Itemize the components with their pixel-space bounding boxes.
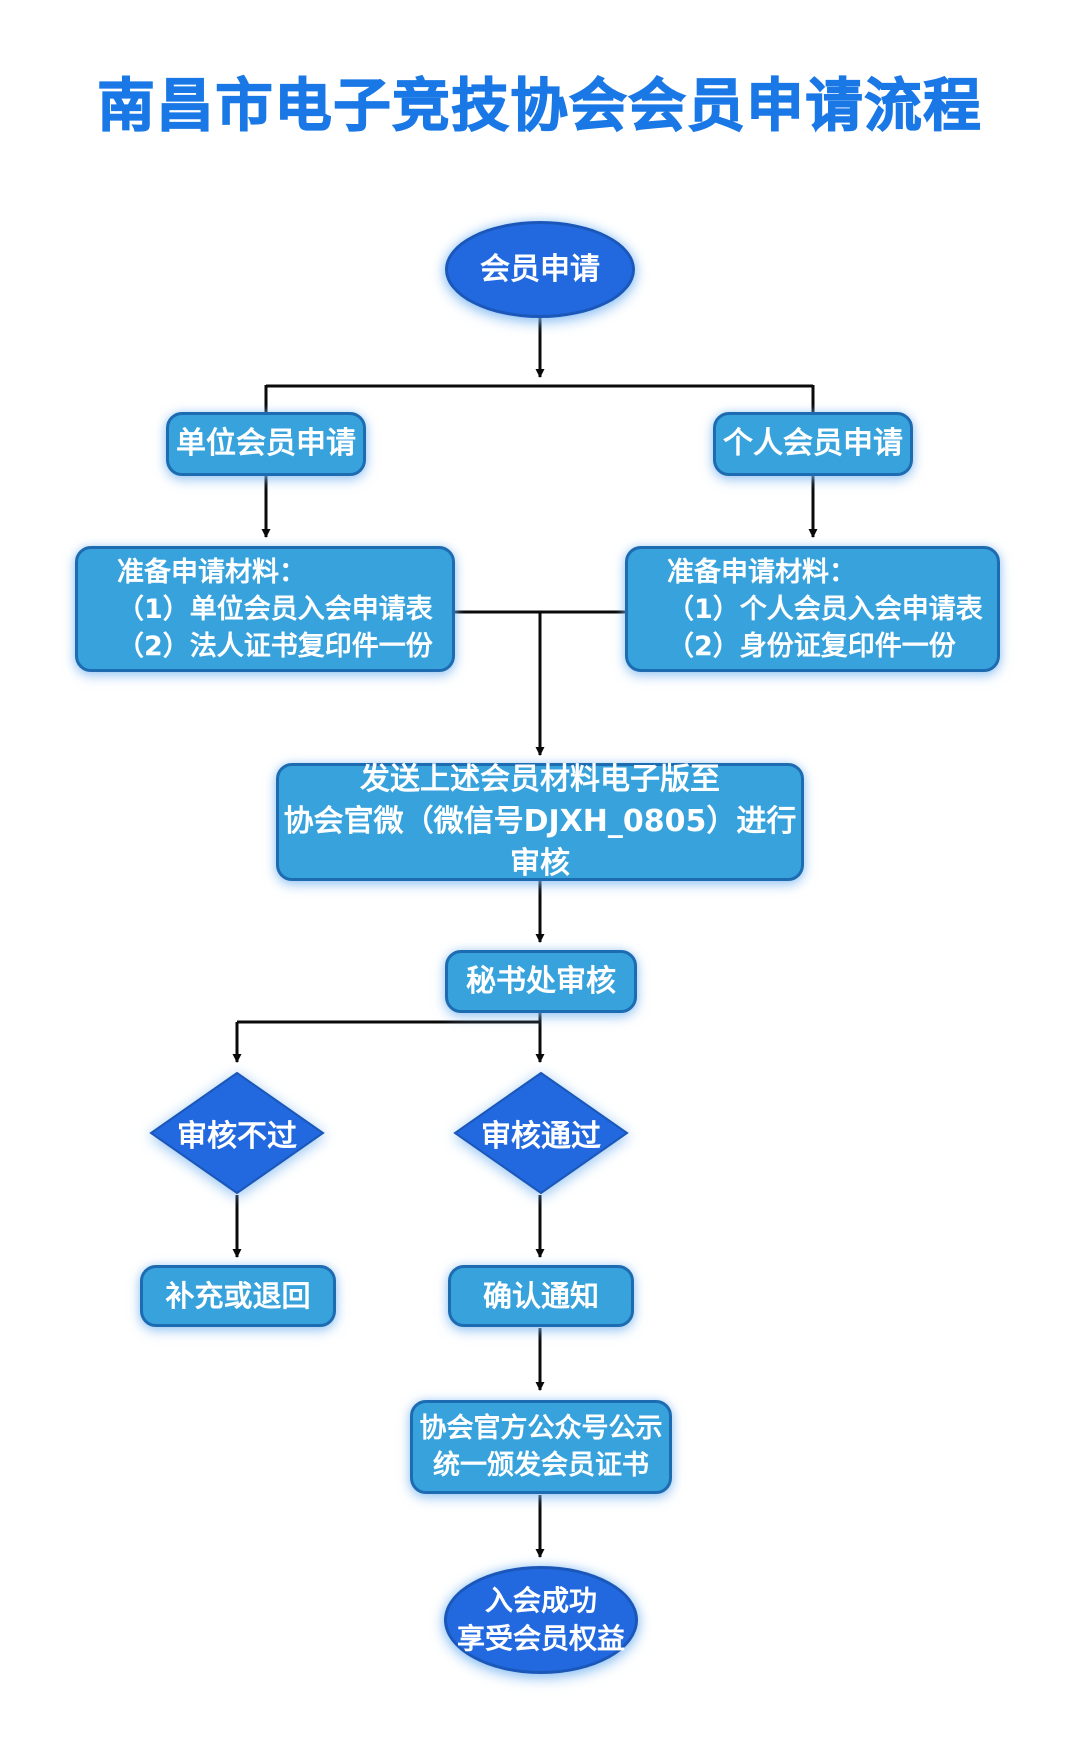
node-send-review: 发送上述会员材料电子版至 协会官微（微信号DJXH_0805）进行审核 [276,762,804,881]
node-secretariat-review: 秘书处审核 [445,950,637,1013]
node-review-fail: 审核不过 [149,1071,325,1195]
node-end: 入会成功 享受会员权益 [444,1566,638,1674]
node-review-pass-label: 审核通过 [481,1119,601,1154]
page-title: 南昌市电子竞技协会会员申请流程 [97,72,983,140]
node-supplement-return-label: 补充或退回 [165,1279,311,1313]
node-personal-materials: 准备申请材料： （1）个人会员入会申请表 （2）身份证复印件一份 [625,546,1000,672]
node-start: 会员申请 [445,221,635,318]
node-supplement-return: 补充或退回 [140,1265,336,1327]
node-announce-text: 协会官方公众号公示 统一颁发会员证书 [419,1413,663,1481]
node-personal-materials-text: 准备申请材料： （1）个人会员入会申请表 （2）身份证复印件一份 [667,556,983,662]
node-unit-materials-text: 准备申请材料： （1）单位会员入会申请表 （2）法人证书复印件一份 [117,556,433,662]
node-unit-materials: 准备申请材料： （1）单位会员入会申请表 （2）法人证书复印件一份 [75,546,455,672]
diamond-shape [149,1071,325,1195]
node-personal-apply: 个人会员申请 [713,412,913,476]
node-confirm-notice: 确认通知 [448,1265,634,1327]
node-start-label: 会员申请 [480,251,600,287]
node-confirm-notice-label: 确认通知 [482,1279,599,1313]
node-review-pass: 审核通过 [453,1071,629,1195]
node-announce: 协会官方公众号公示 统一颁发会员证书 [410,1400,672,1494]
node-secretariat-review-label: 秘书处审核 [466,963,616,999]
node-review-fail-label: 审核不过 [177,1119,297,1154]
node-personal-apply-label: 个人会员申请 [723,426,903,461]
node-end-text: 入会成功 享受会员权益 [456,1584,625,1655]
node-unit-apply: 单位会员申请 [166,412,366,476]
node-send-review-text: 发送上述会员材料电子版至 协会官微（微信号DJXH_0805）进行审核 [283,762,797,881]
diamond-shape [453,1071,629,1195]
node-unit-apply-label: 单位会员申请 [176,426,356,461]
